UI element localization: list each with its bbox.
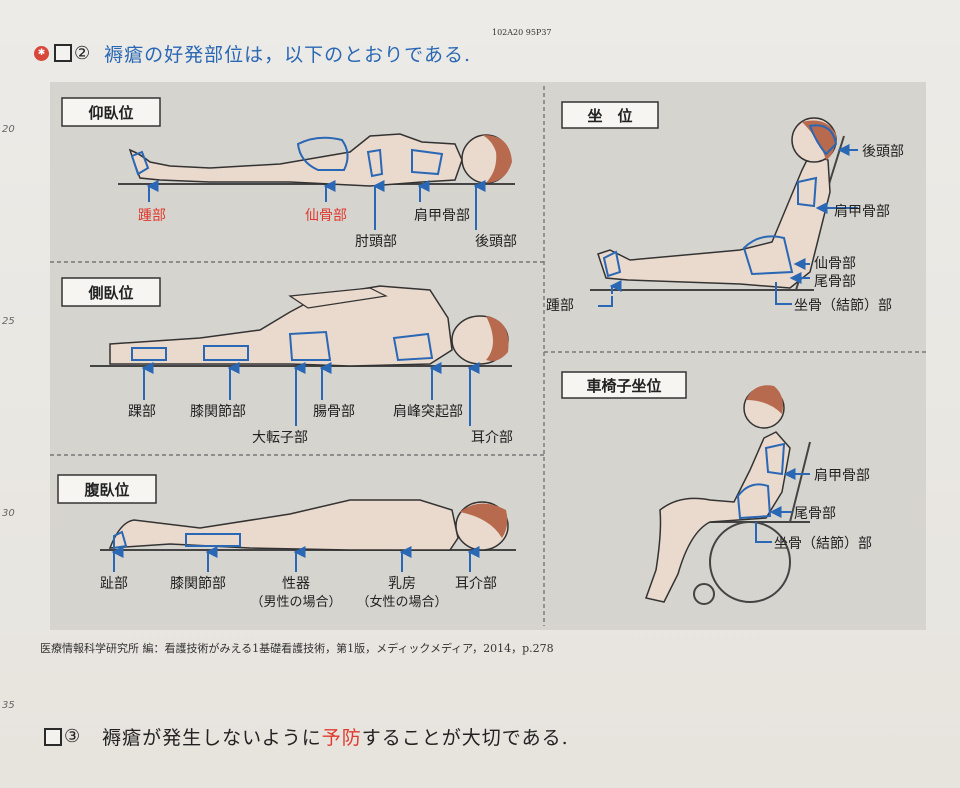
label-occiput: 後頭部: [862, 144, 904, 160]
hair: [486, 316, 509, 361]
scapula-bone-icon: [764, 442, 786, 476]
wheelchair-title: 車椅子坐位: [586, 377, 661, 395]
label-heel: 踵部: [546, 298, 574, 314]
margin-number: 35: [2, 700, 15, 711]
title-box: [61, 277, 161, 307]
text-part: 褥瘡が発生しないように: [102, 727, 322, 749]
back-frame: [789, 441, 811, 523]
arrow-leader: [755, 522, 772, 543]
question-2-header: ✱ ② 褥瘡の好発部位は，以下のとおりである.: [34, 38, 471, 68]
scapula-bone-icon: [797, 176, 818, 208]
checkbox[interactable]: [44, 727, 62, 746]
prone-title: 腹臥位: [84, 481, 129, 499]
lateral-section: 側臥位 踝部 膝関節部 大転子部 腸骨部 肩: [61, 277, 513, 446]
label-scapula: 肩甲骨部: [834, 204, 890, 220]
hair: [802, 120, 836, 160]
label-coccyx: 尾骨部: [814, 274, 856, 290]
wheelchair-body: [645, 431, 791, 603]
arm: [288, 287, 388, 309]
label-genital-note: （男性の場合）: [250, 595, 341, 610]
heel-bone-icon: [602, 250, 622, 278]
skull-bone-icon: [808, 124, 838, 156]
hip-bone-icon: [288, 330, 332, 361]
lateral-title: 側臥位: [87, 284, 133, 302]
label-ischium: 坐骨（結節）部: [794, 297, 892, 314]
title-box: [61, 97, 161, 127]
knee-bone-icon: [203, 345, 249, 361]
sitting-section: 坐 位 後頭部 肩甲骨部 仙骨部 尾骨部: [546, 101, 904, 314]
figure-panel: 仰臥位 踵部 仙骨部 肘頭部 肩甲骨部 後頭部: [50, 82, 926, 630]
lateral-body: [109, 285, 453, 367]
sacrum-bone-icon: [296, 136, 349, 171]
sitting-body: [597, 153, 831, 289]
pressure-ulcer-diagram: 仰臥位 踵部 仙骨部 肘頭部 肩甲骨部 後頭部: [50, 86, 926, 626]
margin-number: 20: [2, 124, 15, 135]
faded-background-text: [150, 2, 690, 24]
label-sacrum: 仙骨部: [814, 256, 856, 272]
elbow-bone-icon: [366, 148, 384, 178]
supine-title: 仰臥位: [88, 104, 133, 122]
sitting-title: 坐 位: [587, 107, 632, 125]
supine-section: 仰臥位 踵部 仙骨部 肘頭部 肩甲骨部 後頭部: [61, 97, 517, 250]
label-genital: 性器: [282, 576, 310, 592]
label-trochanter: 大転子部: [252, 430, 308, 446]
scapula-bone-icon: [411, 148, 444, 176]
wheelchair-section: 車椅子坐位 肩甲骨部 尾骨部 坐骨（結節）部: [561, 371, 872, 605]
pelvis-bone-icon: [742, 235, 794, 276]
hair: [482, 134, 512, 183]
label-occiput: 後頭部: [475, 234, 517, 250]
label-knee: 膝関節部: [170, 575, 226, 592]
label-ear: 耳介部: [455, 576, 497, 592]
question-3: ③ 褥瘡が発生しないように予防することが大切である.: [44, 723, 569, 750]
arrow-leader: [598, 296, 613, 307]
title-box: [561, 101, 659, 129]
question-number: ②: [74, 42, 91, 64]
hair: [460, 503, 508, 538]
label-elbow: 肘頭部: [355, 234, 397, 250]
shoulder-bone-icon: [392, 332, 434, 362]
toe-bone-icon: [113, 530, 128, 550]
label-coccyx: 尾骨部: [794, 506, 836, 522]
label-sacrum: 仙骨部: [305, 208, 347, 224]
question-number: ③: [64, 726, 81, 747]
label-acromion: 肩峰突起部: [393, 404, 463, 420]
label-ear: 耳介部: [471, 430, 513, 446]
ankle-bone-icon: [131, 347, 167, 361]
text-part: することが大切である.: [361, 727, 569, 749]
label-scapula: 肩甲骨部: [414, 208, 470, 224]
prone-section: 腹臥位 趾部 膝関節部 性器 （男性の場合） 乳房 （女性の場合） 耳介部: [57, 474, 516, 610]
flag-icon: ✱: [34, 45, 49, 61]
label-breast: 乳房: [388, 576, 416, 592]
hair: [746, 385, 783, 414]
prone-body: [108, 499, 459, 551]
margin-number: 25: [2, 316, 15, 327]
label-ilium: 腸骨部: [313, 404, 355, 420]
margin-number: 30: [2, 508, 15, 519]
label-scapula: 肩甲骨部: [814, 468, 870, 484]
label-ankle: 踝部: [128, 404, 156, 420]
label-ischium: 坐骨（結節）部: [774, 535, 872, 552]
title-box: [57, 474, 157, 504]
label-toe: 趾部: [100, 576, 128, 592]
arrow-leader: [775, 282, 792, 305]
small-wheel: [693, 583, 715, 605]
label-heel: 踵部: [138, 208, 166, 224]
label-knee: 膝関節部: [190, 403, 246, 420]
heel-bone-icon: [130, 150, 150, 176]
wheel: [709, 521, 791, 603]
highlight-text: 予防: [321, 727, 362, 749]
supine-body: [128, 133, 463, 187]
question-text: 褥瘡が発生しないように予防することが大切である.: [102, 723, 569, 750]
question-text: 褥瘡の好発部位は，以下のとおりである.: [104, 43, 471, 66]
checkbox[interactable]: [54, 44, 72, 62]
title-box: [561, 371, 687, 399]
exam-reference: 102A20 95P37: [492, 28, 552, 37]
label-breast-note: （女性の場合）: [356, 594, 447, 610]
figure-caption: 医療情報科学研究所 編：看護技術がみえる1基礎看護技術，第1版，メディックメディ…: [40, 642, 554, 655]
